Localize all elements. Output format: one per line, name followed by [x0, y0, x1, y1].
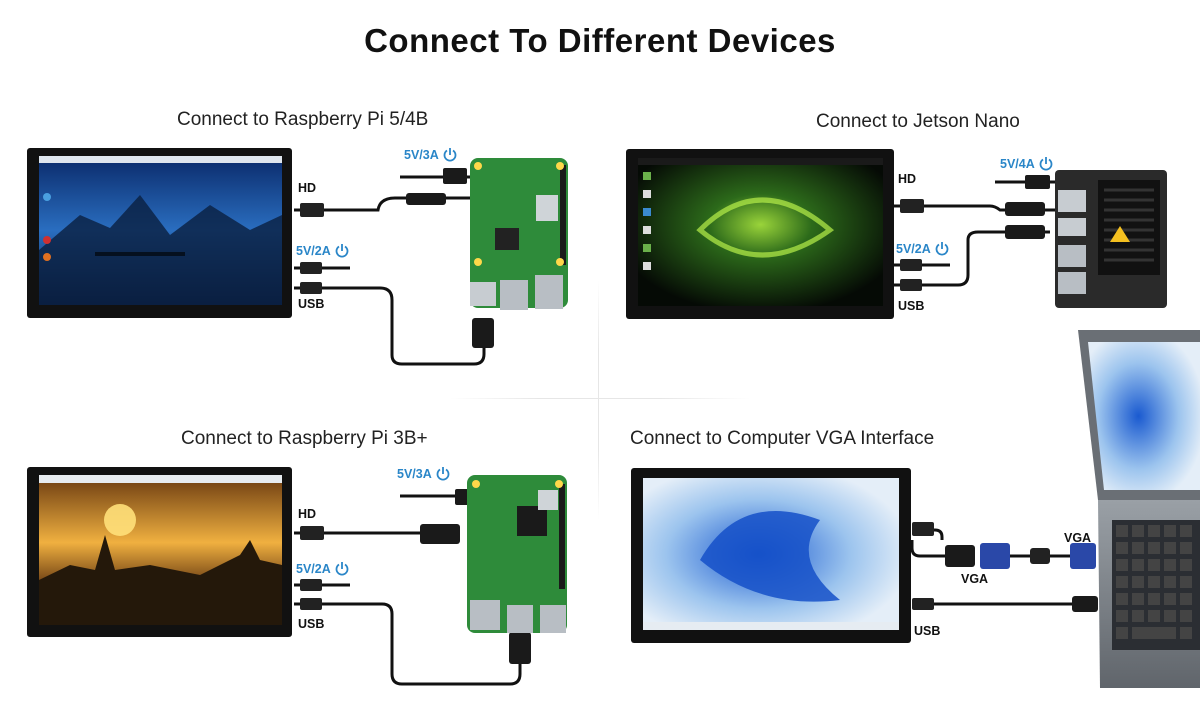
monitor-pi5 — [27, 148, 292, 318]
power-value: 5V/2A — [896, 242, 931, 256]
power-value: 5V/2A — [296, 562, 331, 576]
raspberry-pi-5-board — [470, 158, 568, 310]
power-icon — [335, 244, 349, 258]
section-title-pi3: Connect to Raspberry Pi 3B+ — [181, 428, 428, 449]
monitor-vga — [631, 468, 911, 643]
page-title: Connect To Different Devices — [364, 22, 836, 59]
monitor-jetson — [626, 149, 894, 319]
power-label-device: 5V/4A — [1000, 156, 1054, 172]
port-label-hd: HD — [898, 172, 917, 186]
section-title-pi5: Connect to Raspberry Pi 5/4B — [177, 109, 429, 130]
raspberry-pi-3b-board — [467, 475, 567, 633]
jetson-nano-board — [1055, 170, 1167, 308]
power-label-device: 5V/3A — [404, 147, 458, 163]
power-label-device: 5V/3A — [397, 466, 451, 482]
port-label-usb: USB — [298, 617, 325, 631]
monitor-pi3 — [27, 467, 292, 637]
power-value: 5V/4A — [1000, 157, 1035, 171]
port-label-hd: HD — [298, 507, 317, 521]
power-label-monitor: 5V/2A — [296, 243, 350, 259]
power-icon — [436, 467, 450, 481]
power-value: 5V/2A — [296, 244, 331, 258]
power-label-monitor: 5V/2A — [896, 241, 950, 257]
power-icon — [935, 242, 949, 256]
power-value: 5V/3A — [404, 148, 439, 162]
laptop — [1078, 330, 1200, 688]
power-icon — [443, 148, 457, 162]
power-icon — [1039, 157, 1053, 171]
section-title-vga: Connect to Computer VGA Interface — [630, 428, 935, 449]
port-label-usb: USB — [914, 624, 941, 638]
port-label-vga: VGA — [961, 572, 989, 586]
power-label-monitor: 5V/2A — [296, 561, 350, 577]
center-divider-vertical — [598, 280, 599, 520]
center-divider-horizontal — [450, 398, 750, 399]
section-title-jetson: Connect to Jetson Nano — [816, 111, 1020, 132]
power-icon — [335, 562, 349, 576]
port-label-vga: VGA — [1064, 531, 1092, 545]
power-value: 5V/3A — [397, 467, 432, 481]
port-label-usb: USB — [298, 297, 325, 311]
port-label-usb: USB — [898, 299, 925, 313]
port-label-hd: HD — [298, 181, 317, 195]
